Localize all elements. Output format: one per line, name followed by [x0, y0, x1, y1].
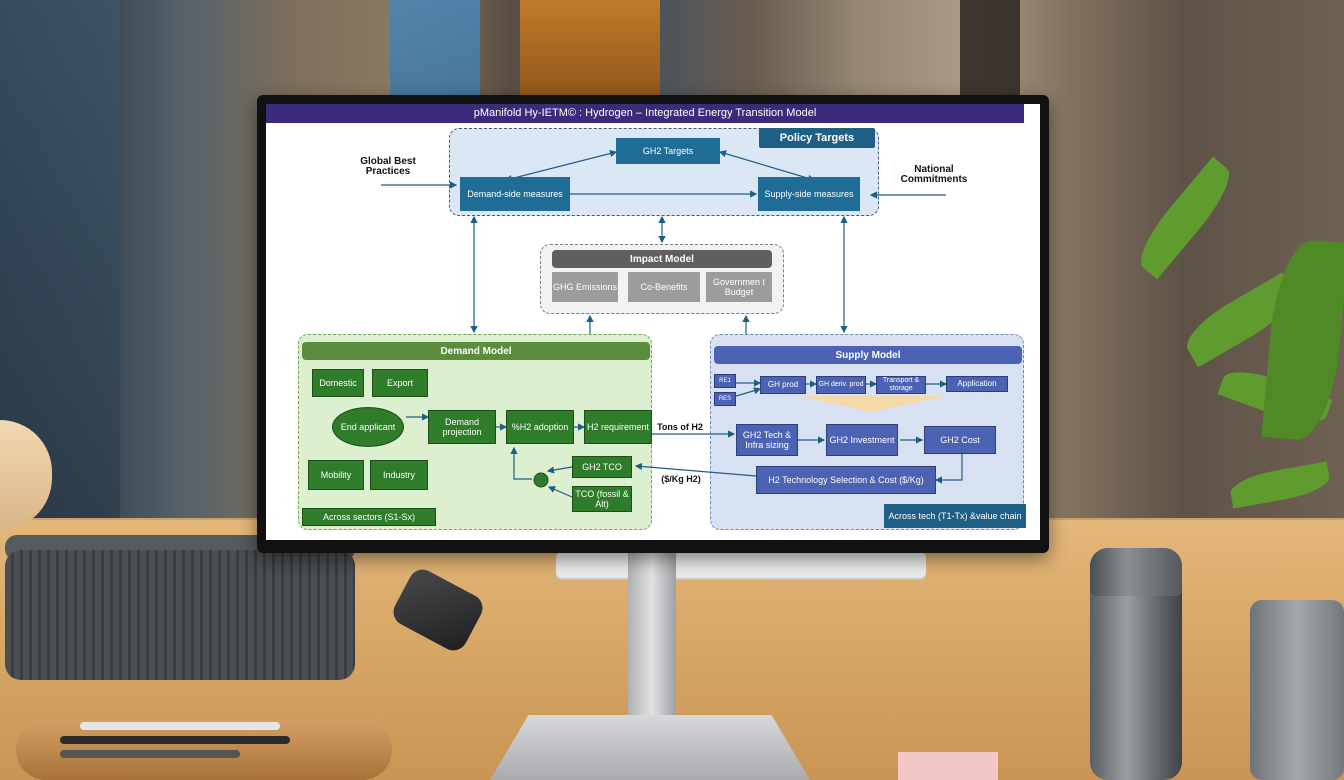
industry-box: Industry — [370, 460, 428, 490]
speaker — [5, 550, 355, 680]
policy-targets-heading: Policy Targets — [759, 128, 875, 148]
pen — [60, 750, 240, 758]
res-box: RES — [714, 392, 736, 406]
export-box: Export — [372, 369, 428, 397]
h2-requirement-box: H2 requirement — [584, 410, 652, 444]
bottle-cap — [1090, 548, 1182, 596]
impact-model-heading: Impact Model — [552, 250, 772, 268]
gh-deriv-prod-box: GH deriv. prod — [816, 376, 866, 394]
across-tech-label: Across tech (T1-Tx) &value chain — [884, 504, 1026, 528]
re1-box: RE1 — [714, 374, 736, 388]
gh2-tech-infra-box: GH2 Tech & Infra sizing — [736, 424, 798, 456]
transport-storage-box: Transport & storage — [876, 376, 926, 394]
tons-of-h2-label: Tons of H2 — [657, 422, 703, 432]
monitor-screen: pManifold Hy-IETM© : Hydrogen – Integrat… — [266, 104, 1040, 540]
supply-model-heading: Supply Model — [714, 346, 1022, 364]
monitor-stand — [628, 550, 676, 745]
national-commitments-label: National Commitments — [900, 164, 968, 185]
global-best-practices-label: Global Best Practices — [360, 156, 416, 177]
end-applicant-box: End applicant — [332, 407, 404, 447]
demand-projection-box: Demand projection — [428, 410, 496, 444]
h2-technology-selection-box: H2 Technology Selection & Cost ($/Kg) — [756, 466, 936, 494]
gh2-tco-box: GH2 TCO — [572, 456, 632, 478]
gh2-cost-box: GH2 Cost — [924, 426, 996, 454]
demand-model-heading: Demand Model — [302, 342, 650, 360]
monitor-base — [490, 715, 810, 780]
orange-panel — [520, 0, 660, 110]
co-benefits-box: Co-Benefits — [628, 272, 700, 302]
government-budget-box: Governmen t Budget — [706, 272, 772, 302]
gh2-investment-box: GH2 Investment — [826, 424, 898, 456]
demand-side-measures-box: Demand-side measures — [460, 177, 570, 211]
gh-prod-box: GH prod — [760, 376, 806, 394]
mobility-box: Mobility — [308, 460, 364, 490]
application-box: Application — [946, 376, 1008, 392]
pen — [80, 722, 280, 730]
plant-pot — [1250, 600, 1344, 780]
supply-side-measures-box: Supply-side measures — [758, 177, 860, 211]
across-sectors-label: Across sectors (S1-Sx) — [302, 508, 436, 526]
diagram-title: pManifold Hy-IETM© : Hydrogen – Integrat… — [266, 104, 1024, 123]
ghg-emissions-box: GHG Emissions — [552, 272, 618, 302]
domestic-box: Domestic — [312, 369, 364, 397]
cost-per-kg-label: ($/Kg H2) — [661, 474, 701, 484]
keyboard — [556, 552, 926, 578]
flow-arrows — [381, 149, 963, 498]
h2-adoption-box: %H2 adoption — [506, 410, 574, 444]
gh2-targets-box: GH2 Targets — [616, 138, 720, 164]
sticky-note — [898, 752, 998, 780]
tco-fossil-alt-box: TCO (fossil & Alt) — [572, 486, 632, 512]
pen — [60, 736, 290, 744]
